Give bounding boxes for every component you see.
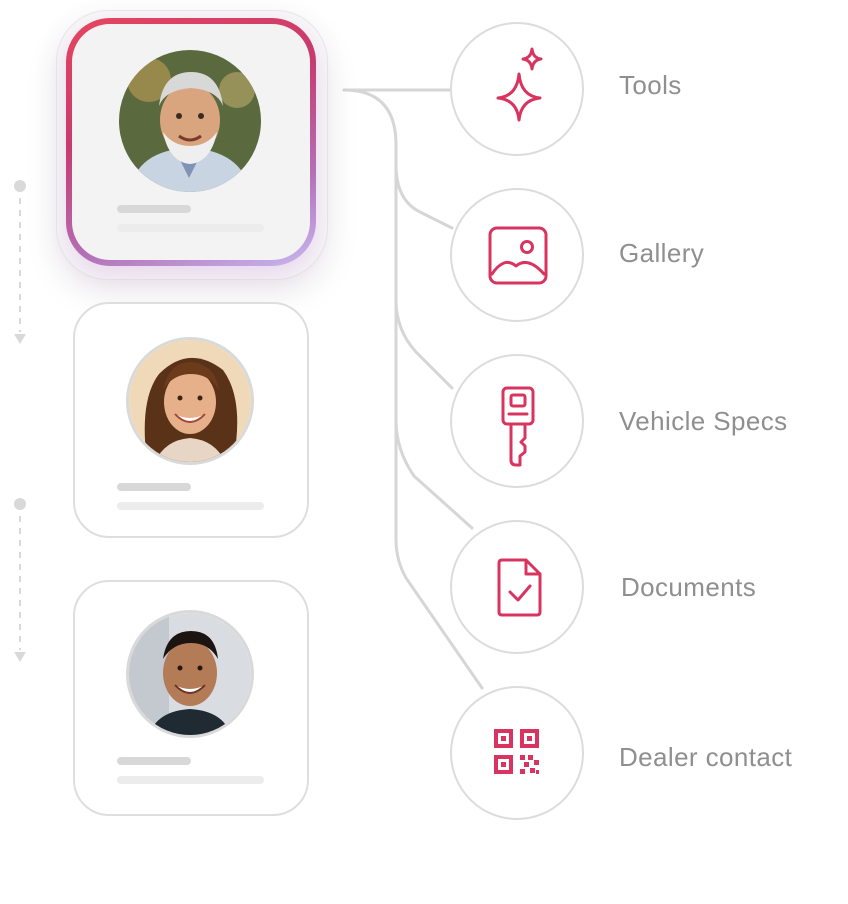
profile-name-placeholder	[117, 205, 191, 213]
qr-code-icon	[494, 729, 539, 774]
profile-detail-placeholder	[117, 224, 264, 232]
feature-gallery-button[interactable]	[450, 188, 584, 322]
feature-dealer-contact-button[interactable]	[450, 686, 584, 820]
document-check-icon	[497, 558, 542, 617]
timeline	[14, 180, 26, 662]
feature-label-dealer-contact: Dealer contact	[619, 742, 793, 772]
feature-tools-button[interactable]	[450, 22, 584, 156]
avatar-young-man	[126, 610, 254, 738]
feature-label-gallery: Gallery	[619, 238, 705, 268]
feature-label-vehicle-specs: Vehicle Specs	[619, 406, 788, 436]
profile-detail-placeholder	[117, 502, 264, 510]
image-icon	[488, 226, 548, 285]
feature-label-documents: Documents	[621, 572, 757, 602]
avatar-older-man	[119, 50, 261, 192]
sparkle-icon	[496, 47, 543, 122]
profile-name-placeholder	[117, 757, 191, 765]
feature-documents-button[interactable]	[450, 520, 584, 654]
feature-label-tools: Tools	[619, 70, 682, 100]
feature-vehicle-specs-button[interactable]	[450, 354, 584, 488]
profile-detail-placeholder	[117, 776, 264, 784]
car-key-icon	[501, 386, 535, 467]
profile-name-placeholder	[117, 483, 191, 491]
avatar-young-woman	[126, 337, 254, 465]
